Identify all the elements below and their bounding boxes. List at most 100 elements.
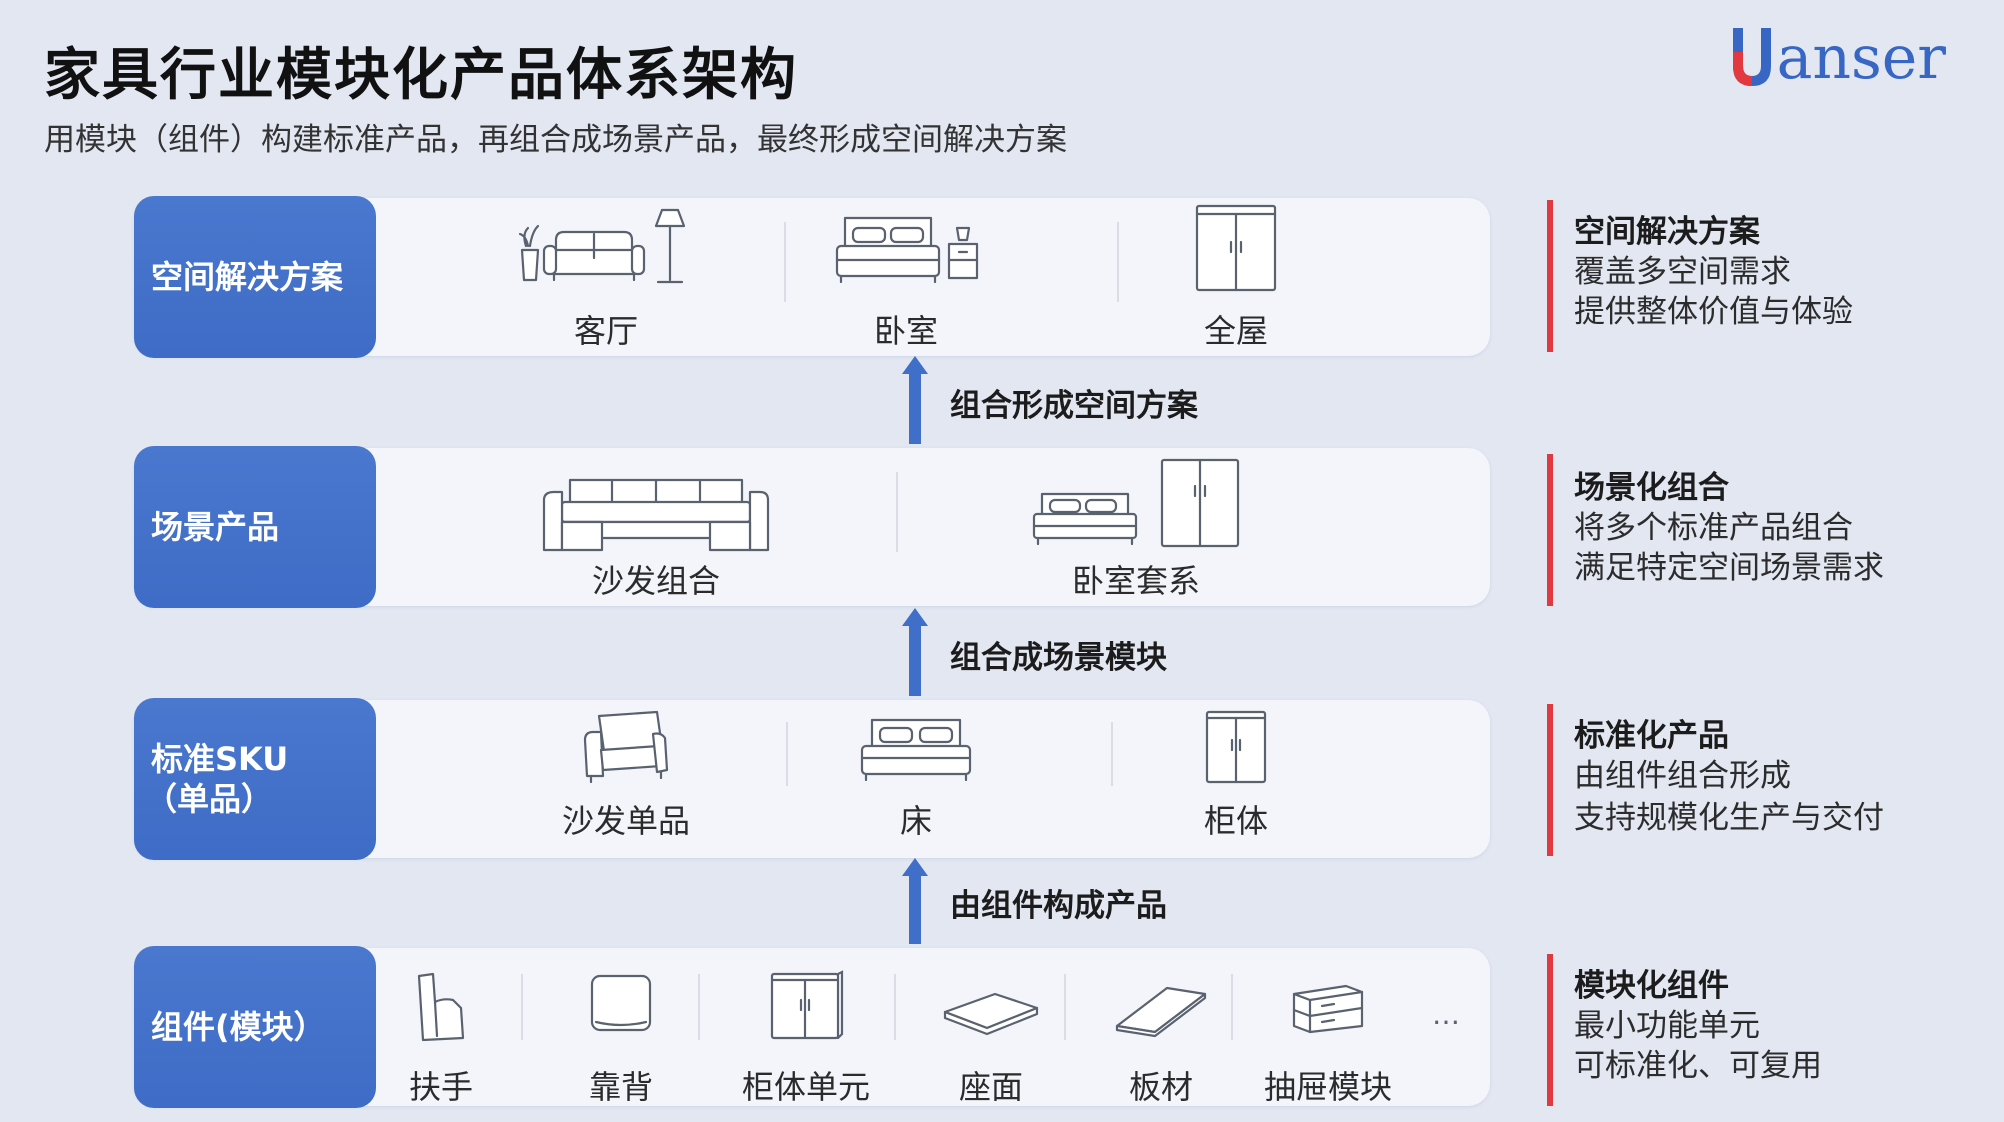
item-label: 客厅 — [573, 312, 638, 350]
item-whole-house: 全屋 — [1136, 196, 1336, 356]
item-living-room: 客厅 — [506, 196, 706, 356]
item-board: 板材 — [1076, 946, 1246, 1106]
item-label: 板材 — [1128, 1068, 1193, 1106]
layer-items: 客厅 卧室 全屋 — [376, 196, 1490, 356]
side-note-line: 由组件组合形成 — [1574, 758, 1791, 794]
side-note-line: 满足特定空间场景需求 — [1574, 550, 1884, 586]
layer-components: 组件(模块） 扶手 靠背 柜体单元 — [134, 946, 1490, 1108]
item-label: 抽屉模块 — [1263, 1068, 1392, 1106]
side-note-scene: 场景化组合 将多个标准产品组合 满足特定空间场景需求 — [1547, 454, 1947, 606]
side-note-line: 支持规模化生产与交付 — [1574, 800, 1884, 836]
item-label: 沙发组合 — [591, 562, 720, 600]
wardrobe-icon — [1195, 204, 1277, 292]
logo: anser — [1729, 18, 1946, 88]
divider — [1117, 222, 1119, 302]
side-note-line: 最小功能单元 — [1574, 1008, 1760, 1044]
logo-mark-icon — [1732, 28, 1771, 86]
item-seat-panel: 座面 — [906, 946, 1076, 1106]
bed-icon — [860, 718, 972, 782]
divider — [786, 722, 788, 786]
layer-label-line2: （单品） — [145, 780, 274, 818]
divider — [1111, 722, 1113, 786]
armchair-icon — [583, 710, 669, 784]
side-accent-bar — [1547, 200, 1553, 352]
item-label: 卧室 — [873, 312, 938, 350]
item-bed: 床 — [816, 698, 1016, 858]
seat-panel-icon — [943, 992, 1039, 1036]
layer-label: 场景产品 — [134, 446, 376, 608]
divider — [1231, 974, 1233, 1040]
item-label: 座面 — [958, 1068, 1023, 1106]
side-accent-bar — [1547, 704, 1553, 856]
layer-items: 扶手 靠背 柜体单元 座面 — [376, 946, 1490, 1106]
item-label: 靠背 — [588, 1068, 653, 1106]
up-arrow-icon — [902, 356, 928, 444]
item-bedroom-set: 卧室套系 — [1016, 446, 1256, 606]
logo-text: anser — [1776, 23, 1946, 93]
divider — [894, 974, 896, 1040]
side-note-line: 覆盖多空间需求 — [1574, 254, 1791, 290]
page-title: 家具行业模块化产品体系架构 — [44, 43, 798, 108]
up-arrow-icon — [902, 608, 928, 696]
living-room-icon — [518, 208, 686, 284]
item-label: 柜体单元 — [741, 1068, 870, 1106]
item-bedroom: 卧室 — [806, 196, 1006, 356]
side-note-line: 将多个标准产品组合 — [1574, 510, 1853, 546]
drawer-module-icon — [1292, 984, 1364, 1034]
item-cabinet-unit: 柜体单元 — [711, 946, 901, 1106]
backrest-icon — [590, 974, 652, 1032]
layer-label: 组件(模块） — [134, 946, 376, 1108]
more-ellipsis: … — [1432, 998, 1460, 1031]
cabinet-icon — [1205, 710, 1267, 784]
side-note-title: 空间解决方案 — [1574, 214, 1760, 250]
more-indicator: … — [1426, 946, 1466, 1106]
layer-space-solution: 空间解决方案 客厅 — [134, 196, 1490, 358]
item-label: 全屋 — [1203, 312, 1268, 350]
item-label: 床 — [899, 802, 932, 840]
item-label: 卧室套系 — [1071, 562, 1200, 600]
side-note-module: 模块化组件 最小功能单元 可标准化、可复用 — [1547, 954, 1947, 1106]
layer-label-line1: 标准SKU — [151, 740, 289, 778]
arrow-label: 由组件构成产品 — [950, 888, 1167, 924]
arrow-label: 组合成场景模块 — [950, 640, 1167, 676]
divider — [896, 472, 898, 552]
side-note-standard: 标准化产品 由组件组合形成 支持规模化生产与交付 — [1547, 704, 1947, 856]
cabinet-unit-icon — [770, 970, 844, 1040]
item-label: 扶手 — [408, 1068, 473, 1106]
divider — [1064, 974, 1066, 1040]
item-sofa-set: 沙发组合 — [526, 446, 786, 606]
item-label: 沙发单品 — [561, 802, 690, 840]
up-arrow-icon — [902, 858, 928, 944]
layer-items: 沙发组合 卧室套系 — [376, 446, 1490, 606]
item-label: 柜体 — [1203, 802, 1268, 840]
item-armrest: 扶手 — [376, 946, 506, 1106]
bedroom-set-icon — [1032, 458, 1240, 548]
side-accent-bar — [1547, 954, 1553, 1106]
item-drawer-module: 抽屉模块 — [1238, 946, 1418, 1106]
side-accent-bar — [1547, 454, 1553, 606]
layer-label: 标准SKU （单品） — [134, 698, 376, 860]
layer-items: 沙发单品 床 柜体 — [376, 698, 1490, 858]
arrow-label: 组合形成空间方案 — [950, 388, 1198, 424]
board-icon — [1115, 986, 1207, 1038]
side-note-line: 可标准化、可复用 — [1574, 1048, 1822, 1084]
divider — [698, 974, 700, 1040]
layer-standard-sku: 标准SKU （单品） 沙发单品 床 — [134, 698, 1490, 860]
side-note-line: 提供整体价值与体验 — [1574, 294, 1853, 330]
armrest-icon — [417, 972, 465, 1042]
side-note-space-solution: 空间解决方案 覆盖多空间需求 提供整体价值与体验 — [1547, 200, 1947, 352]
page-subtitle: 用模块（组件）构建标准产品，再组合成场景产品，最终形成空间解决方案 — [44, 122, 1067, 158]
side-note-title: 标准化产品 — [1574, 718, 1729, 754]
item-cabinet: 柜体 — [1136, 698, 1336, 858]
bedroom-icon — [835, 216, 979, 284]
item-sofa-single: 沙发单品 — [506, 698, 746, 858]
layer-label-text: 组件(模块） — [151, 1008, 326, 1046]
divider — [521, 974, 523, 1040]
layer-label-text: 场景产品 — [151, 508, 280, 546]
divider — [784, 222, 786, 302]
side-note-title: 场景化组合 — [1574, 470, 1729, 506]
layer-label: 空间解决方案 — [134, 196, 376, 358]
layer-label-text: 空间解决方案 — [151, 258, 344, 296]
sectional-sofa-icon — [542, 478, 770, 552]
side-note-title: 模块化组件 — [1574, 968, 1729, 1004]
